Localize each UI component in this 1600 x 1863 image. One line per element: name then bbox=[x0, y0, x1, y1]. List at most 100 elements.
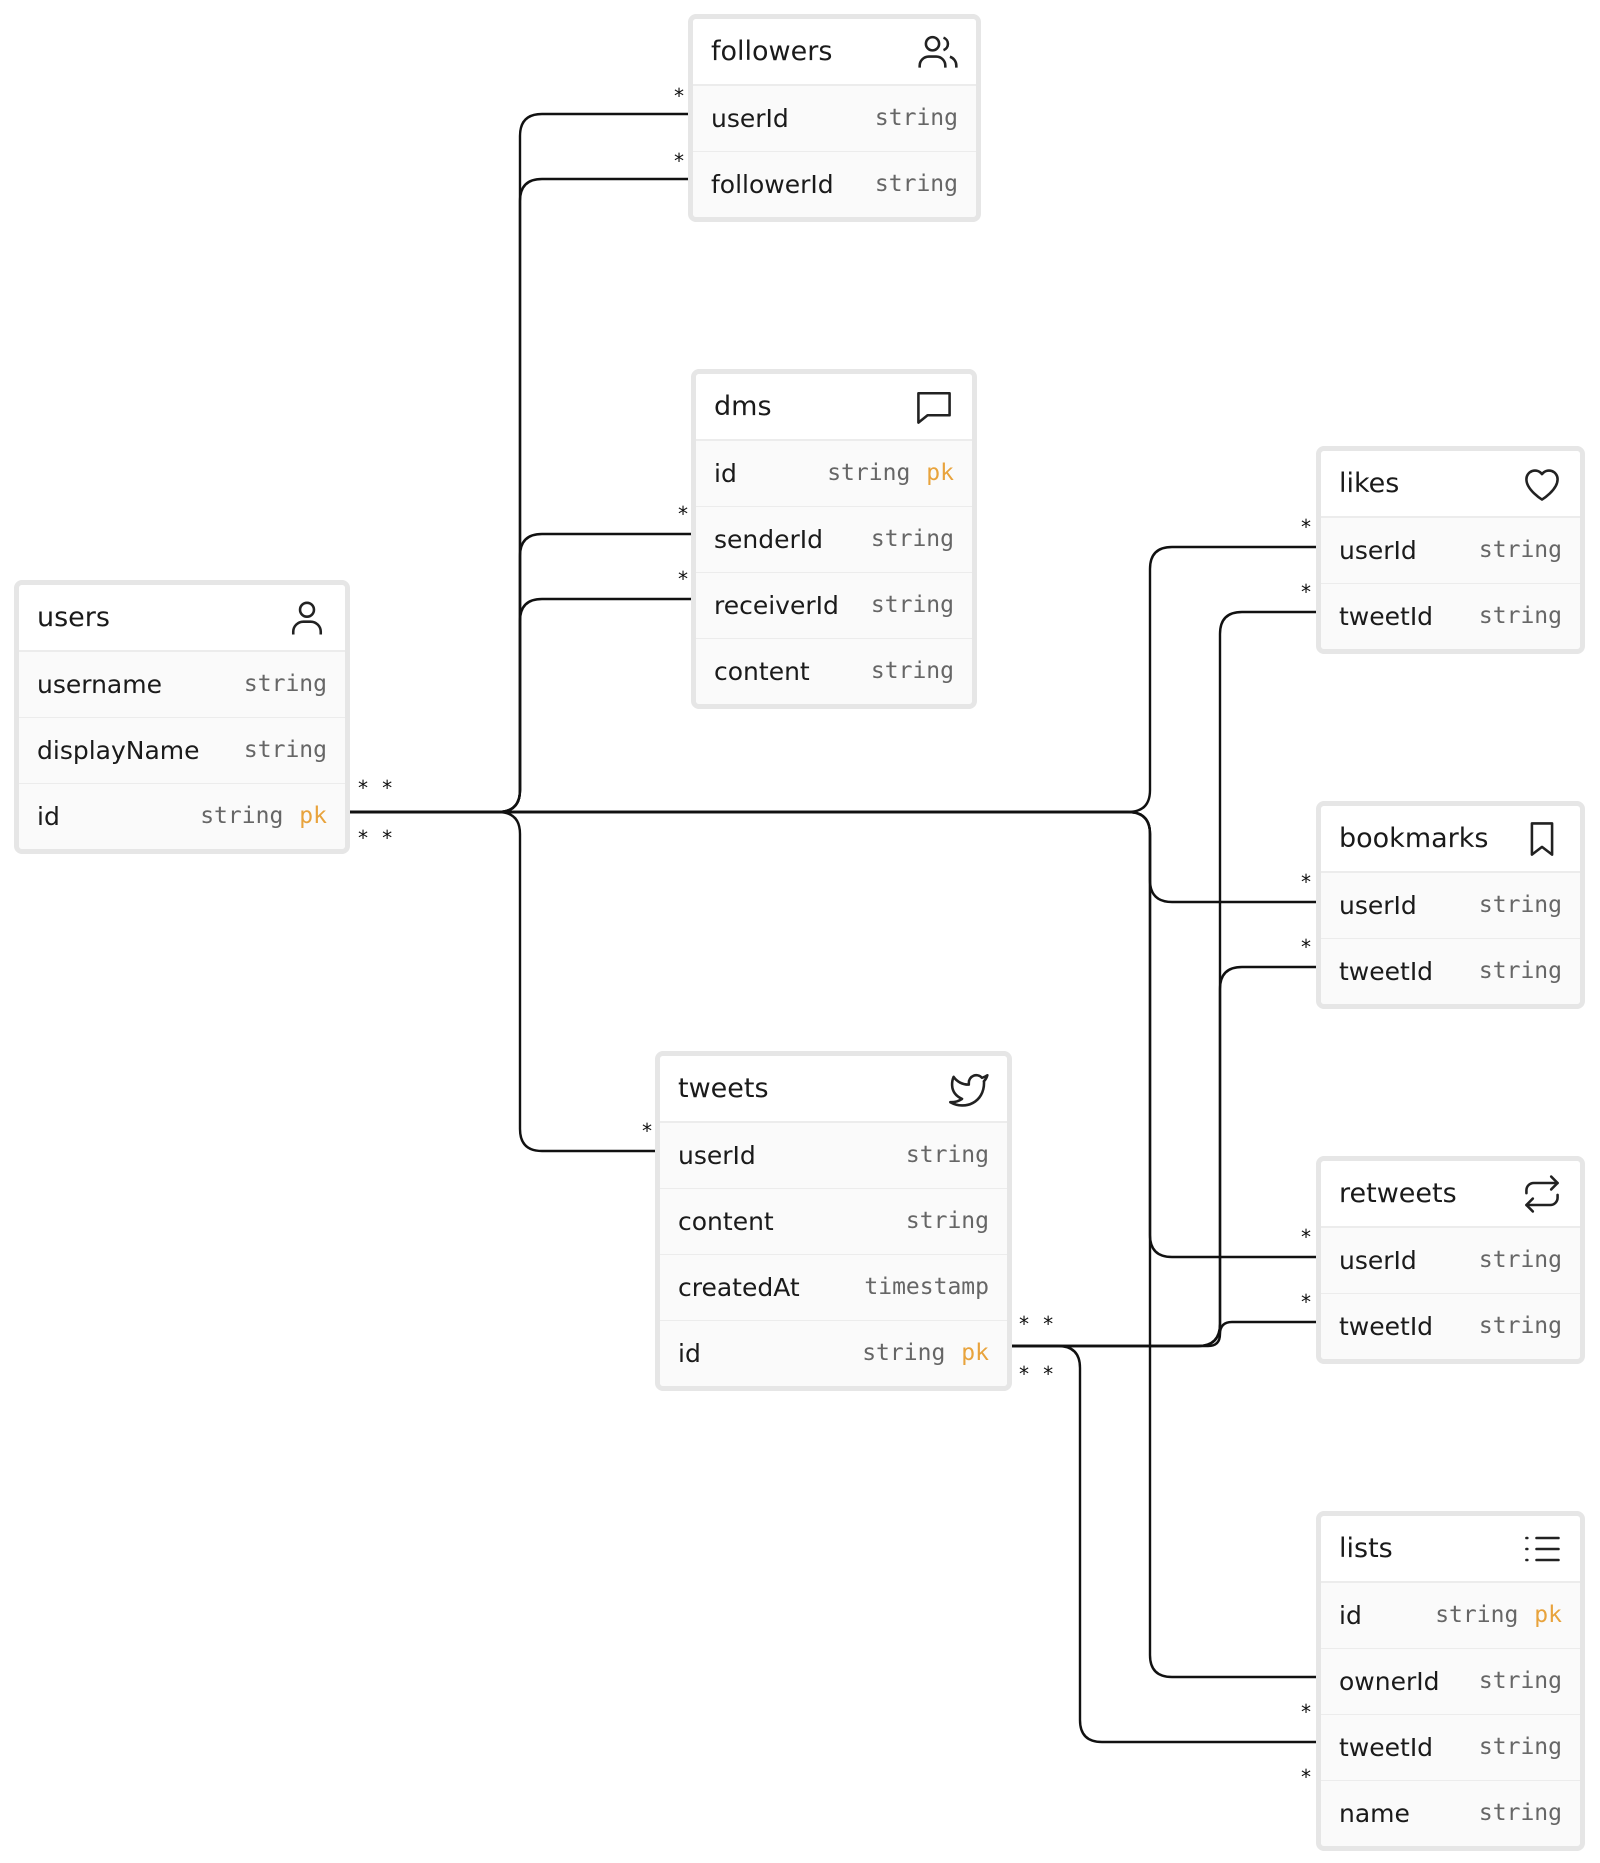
table-header[interactable]: tweets bbox=[660, 1056, 1007, 1122]
field-name: id bbox=[37, 802, 60, 831]
relationship-line bbox=[339, 810, 667, 1153]
users-icon bbox=[918, 35, 958, 68]
field-name: id bbox=[1339, 1601, 1362, 1630]
field-name: content bbox=[714, 657, 810, 686]
field-name: tweetId bbox=[1339, 1733, 1434, 1762]
table-header[interactable]: lists bbox=[1321, 1516, 1580, 1582]
table-title: likes bbox=[1339, 468, 1400, 499]
field-row[interactable]: tweetId string bbox=[1321, 1293, 1580, 1359]
field-name: tweetId bbox=[1339, 1312, 1434, 1341]
field-type: string bbox=[1478, 1800, 1562, 1826]
field-type: string bbox=[1478, 537, 1562, 563]
user-icon bbox=[291, 601, 323, 635]
field-type: string bbox=[905, 1142, 989, 1168]
relationship-line bbox=[1003, 965, 1330, 1348]
cardinality-label: * bbox=[1300, 870, 1313, 894]
field-type: string bbox=[1478, 1313, 1562, 1339]
field-type: string bbox=[905, 1208, 989, 1234]
field-type: string bbox=[870, 658, 954, 684]
field-type: string bbox=[1478, 958, 1562, 984]
field-type: string bbox=[1478, 1247, 1562, 1273]
field-row[interactable]: followerId string bbox=[693, 151, 976, 217]
field-type: string bbox=[1478, 1668, 1562, 1694]
field-name: createdAt bbox=[678, 1273, 800, 1302]
cardinality-label: * bbox=[1300, 1765, 1313, 1789]
field-name: senderId bbox=[714, 525, 824, 554]
repeat-icon bbox=[1525, 1175, 1559, 1213]
message-icon bbox=[917, 391, 951, 424]
cardinality-label: * bbox=[677, 567, 690, 591]
cardinality-label: * bbox=[673, 84, 686, 108]
table-header[interactable]: bookmarks bbox=[1321, 806, 1580, 872]
cardinality-label: * * bbox=[357, 826, 394, 850]
table-header[interactable]: retweets bbox=[1321, 1161, 1580, 1227]
table-header[interactable]: dms bbox=[696, 374, 972, 440]
cardinality-label: * * bbox=[357, 776, 394, 800]
list-icon bbox=[1525, 1536, 1560, 1562]
table-header[interactable]: followers bbox=[693, 19, 976, 85]
cardinality-label: * bbox=[1300, 580, 1313, 604]
cardinality-label: * bbox=[1300, 1290, 1313, 1314]
field-name: username bbox=[37, 670, 162, 699]
field-type: string bbox=[1478, 603, 1562, 629]
field-name: userId bbox=[1339, 1246, 1417, 1275]
table-header[interactable]: likes bbox=[1321, 451, 1580, 517]
field-row[interactable]: userId string bbox=[1321, 1227, 1580, 1293]
relationship-line bbox=[339, 810, 1330, 904]
cardinality-label: * bbox=[1300, 1700, 1313, 1724]
field-row[interactable]: username string bbox=[19, 651, 345, 717]
cardinality-label: * bbox=[1300, 515, 1313, 539]
relationship-line bbox=[1003, 1320, 1330, 1348]
primary-key-badge: pk bbox=[961, 1340, 989, 1366]
field-name: followerId bbox=[711, 170, 834, 199]
field-type: string bbox=[243, 671, 327, 697]
field-row[interactable]: content string bbox=[696, 638, 972, 704]
table-title: followers bbox=[711, 36, 833, 67]
field-name: displayName bbox=[37, 736, 200, 765]
field-name: receiverId bbox=[714, 591, 839, 620]
cardinality-label: * bbox=[641, 1119, 654, 1143]
primary-key-badge: pk bbox=[299, 803, 327, 829]
table-title: lists bbox=[1339, 1533, 1393, 1564]
cardinality-label: * bbox=[1300, 1225, 1313, 1249]
table-retweets[interactable]: retweets userId string tweetId string bbox=[1316, 1156, 1585, 1364]
field-row[interactable]: tweetId string bbox=[1321, 938, 1580, 1004]
table-title: dms bbox=[714, 391, 772, 422]
bookmark-icon bbox=[1530, 822, 1554, 856]
field-name: id bbox=[714, 459, 737, 488]
field-name: userId bbox=[1339, 891, 1417, 920]
field-type: string bbox=[874, 171, 958, 197]
field-name: tweetId bbox=[1339, 957, 1434, 986]
table-header[interactable]: users bbox=[19, 585, 345, 651]
field-type: string bbox=[874, 105, 958, 131]
cardinality-label: * bbox=[673, 149, 686, 173]
